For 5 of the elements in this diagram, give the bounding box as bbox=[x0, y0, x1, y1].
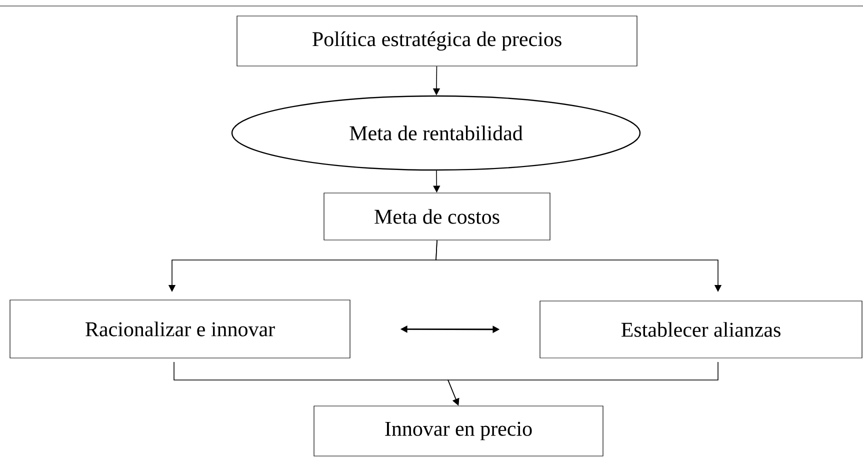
process-box: Innovar en precio bbox=[314, 406, 604, 456]
process-box: Establecer alianzas bbox=[540, 300, 862, 358]
process-box: Meta de costos bbox=[324, 192, 550, 240]
process-box: Racionalizar e innovar bbox=[10, 300, 350, 358]
process-box: Política estratégica de precios bbox=[236, 16, 638, 66]
